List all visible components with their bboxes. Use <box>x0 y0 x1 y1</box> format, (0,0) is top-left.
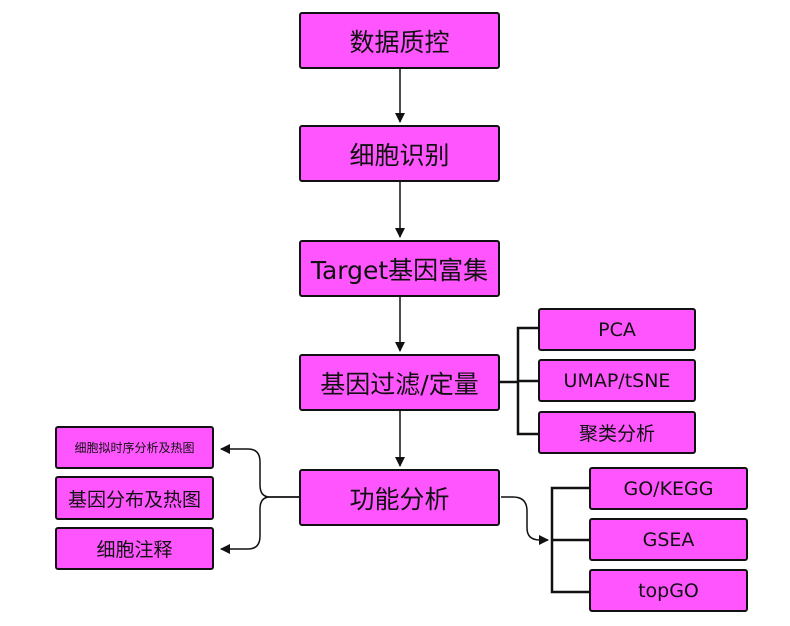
output-cell-annotation: 细胞注释 <box>55 527 214 570</box>
filter-bracket <box>500 326 538 436</box>
branch-go-kegg: GO/KEGG <box>589 467 748 510</box>
enrichment-bracket <box>550 486 589 594</box>
function-to-enrichment-connector <box>501 496 549 545</box>
output-gene-distribution-heatmap: 基因分布及热图 <box>55 476 214 520</box>
step-cell-identification: 细胞识别 <box>299 125 500 182</box>
step-target-gene-enrichment: Target基因富集 <box>299 240 500 297</box>
step-data-qc: 数据质控 <box>299 12 500 69</box>
branch-umap-tsne: UMAP/tSNE <box>538 359 696 402</box>
output-pseudotime-heatmap: 细胞拟时序分析及热图 <box>55 426 214 469</box>
branch-topgo: topGO <box>589 569 748 612</box>
function-to-annotation-connector <box>220 496 300 554</box>
branch-pca: PCA <box>538 308 696 351</box>
step-gene-filter-quantification: 基因过滤/定量 <box>299 354 500 411</box>
branch-gsea: GSEA <box>589 518 748 561</box>
branch-clustering: 聚类分析 <box>538 411 696 454</box>
step-function-analysis: 功能分析 <box>299 469 500 526</box>
function-to-pseudotime-connector <box>220 444 300 498</box>
